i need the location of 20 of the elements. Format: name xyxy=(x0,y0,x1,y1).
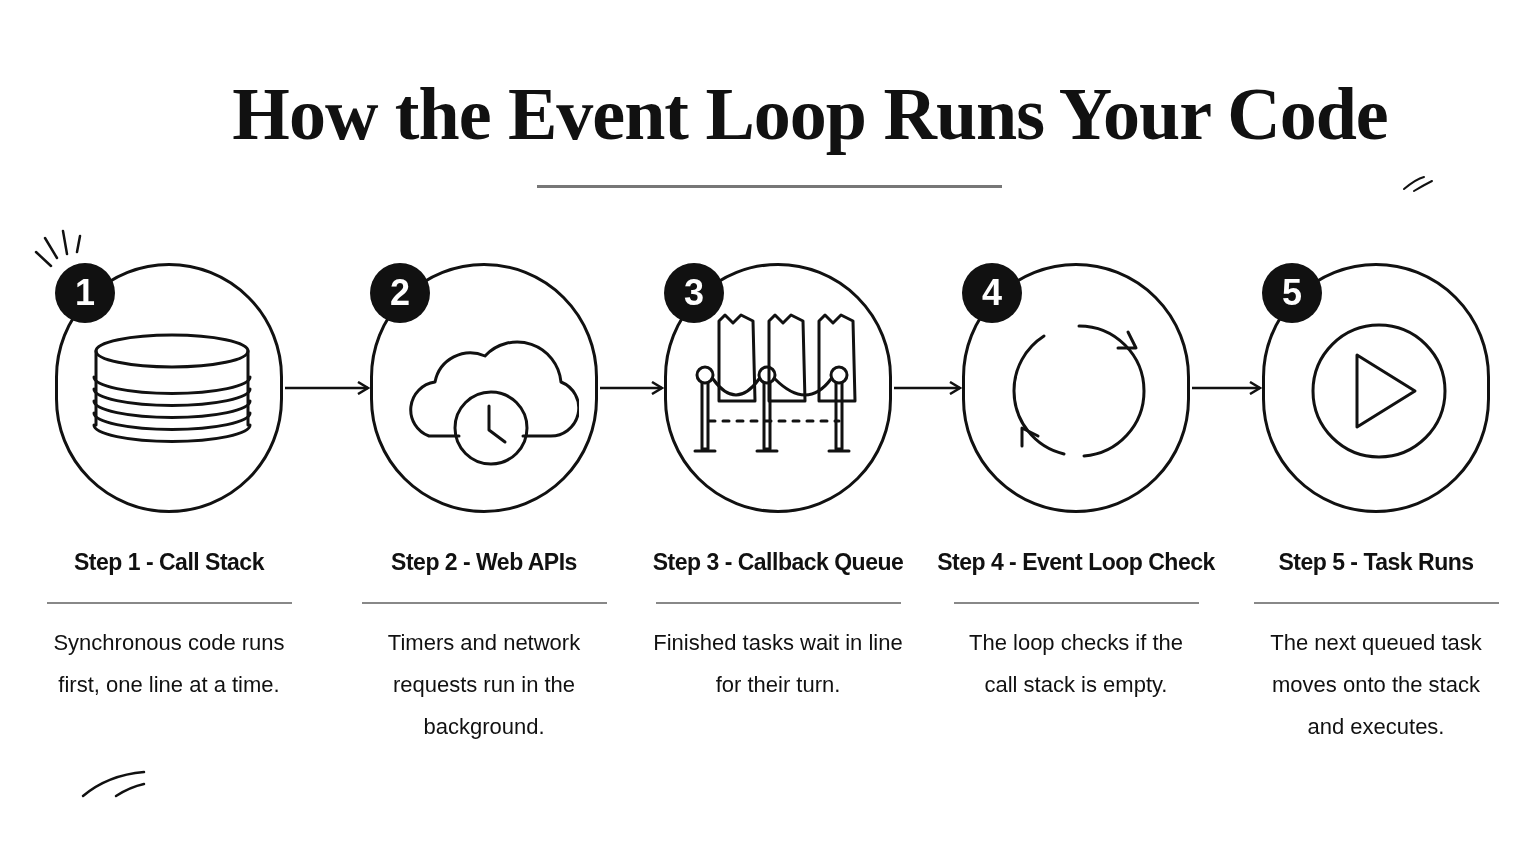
step-heading: Step 3 - Callback Queue xyxy=(652,548,904,577)
step-description: Synchronous code runs first, one line at a time. xyxy=(52,629,286,699)
step-description: Timers and network requests run in the background. xyxy=(386,629,582,741)
step-number-badge: 2 xyxy=(370,263,430,323)
step-heading: Step 4 - Event Loop Check xyxy=(937,548,1215,577)
step-description: The loop checks if the call stack is empty. xyxy=(968,629,1184,699)
arrow xyxy=(1192,380,1262,396)
arrow xyxy=(285,380,370,396)
step-description: Finished tasks wait in line for their turn. xyxy=(653,629,903,699)
step-heading: Step 5 - Task Runs xyxy=(1278,548,1474,577)
arrow xyxy=(600,380,664,396)
title: How the Event Loop Runs Your Code xyxy=(231,72,1389,157)
step-number-badge: 1 xyxy=(55,263,115,323)
step-description: The next queued task moves onto the stack and executes. xyxy=(1269,629,1483,741)
step-number-badge: 3 xyxy=(664,263,724,323)
step-heading: Step 2 - Web APIs xyxy=(391,548,577,577)
arrow xyxy=(894,380,962,396)
step-number-badge: 4 xyxy=(962,263,1022,323)
step-heading: Step 1 - Call Stack xyxy=(74,548,264,577)
step-number-badge: 5 xyxy=(1262,263,1322,323)
